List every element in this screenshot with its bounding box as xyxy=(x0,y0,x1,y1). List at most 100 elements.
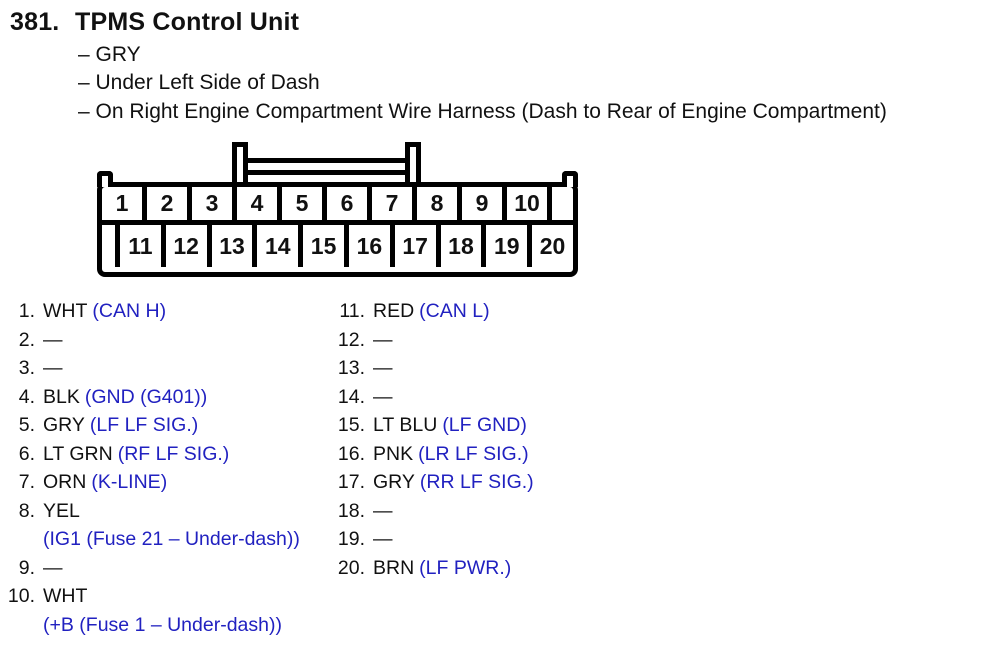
section-number: 381. xyxy=(10,8,60,36)
pin-number: 20. xyxy=(337,556,365,579)
pin-number: 16. xyxy=(337,442,365,465)
pin-number: 7. xyxy=(18,471,35,493)
pin-description: — xyxy=(373,326,660,355)
pin-number: 14. xyxy=(337,385,365,408)
connector-pin-cell-5: 5 xyxy=(282,187,327,220)
pin-description: LT GRN(RF LF SIG.) xyxy=(43,440,330,469)
pin-row-2: 2. — xyxy=(0,326,330,355)
pin-description: — xyxy=(373,383,660,412)
pin-row-15: 15. LT BLU(LF GND) xyxy=(330,411,660,440)
pin-number: 8. xyxy=(18,499,35,522)
connector-body: 1 2 3 4 5 6 7 8 9 10 11 12 13 14 15 16 1 xyxy=(97,182,578,277)
connector-pin-cell-7: 7 xyxy=(372,187,417,220)
connector-pin-cell-3: 3 xyxy=(192,187,237,220)
connector-pin-cell-11: 11 xyxy=(120,225,166,267)
pin-description: — xyxy=(373,354,660,383)
pin-description: LT BLU(LF GND) xyxy=(373,411,660,440)
pin-number: 18. xyxy=(337,499,365,522)
connector-pin-cell-15: 15 xyxy=(303,225,349,267)
pin-number: 17. xyxy=(337,471,365,493)
location-bullets: – GRY – Under Left Side of Dash – On Rig… xyxy=(78,41,887,126)
pin-row-14: 14. — xyxy=(330,383,660,412)
pin-row-13: 13. — xyxy=(330,354,660,383)
connector-pin-cell-8: 8 xyxy=(417,187,462,220)
pin-row-4: 4. BLK(GND (G401)) xyxy=(0,383,330,412)
pin-row-6: 6. LT GRN(RF LF SIG.) xyxy=(0,440,330,469)
pin-row-11: 11. RED(CAN L) xyxy=(330,297,660,326)
connector-pin-cell-6: 6 xyxy=(327,187,372,220)
pin-number: 6. xyxy=(18,442,35,465)
pin-number: 13. xyxy=(337,357,365,379)
pin-description: WHT xyxy=(43,582,330,611)
connector-diagram: 1 2 3 4 5 6 7 8 9 10 11 12 13 14 15 16 1 xyxy=(97,142,578,277)
connector-blank-cell-top-right xyxy=(552,187,573,220)
bullet-harness: – On Right Engine Compartment Wire Harne… xyxy=(78,99,887,123)
pin-number: 12. xyxy=(337,328,365,351)
signal-label: (RR LF SIG.) xyxy=(419,471,534,493)
pin-number: 3. xyxy=(18,357,35,379)
pin-row-10: 10. WHT (+B (Fuse 1 – Under-dash)) xyxy=(0,582,330,639)
pin-number: 9. xyxy=(18,556,35,579)
wire-color-label: — xyxy=(43,357,63,379)
connector-pin-cell-1: 1 xyxy=(102,187,147,220)
connector-pin-cell-12: 12 xyxy=(166,225,212,267)
connector-pin-cell-18: 18 xyxy=(441,225,487,267)
pin-description: — xyxy=(43,326,330,355)
pin-list-left: 1. WHT(CAN H) 2. — 3. — 4. BLK(GND (G401… xyxy=(0,297,330,639)
signal-label: (CAN L) xyxy=(419,300,490,322)
pin-description: — xyxy=(43,554,330,583)
signal-label: (LR LF SIG.) xyxy=(418,442,529,465)
wire-color-label: — xyxy=(373,528,393,550)
wire-color-label: BLK xyxy=(43,385,80,408)
pin-number: 1. xyxy=(18,300,35,322)
pin-description: RED(CAN L) xyxy=(373,297,660,326)
pin-row-18: 18. — xyxy=(330,497,660,526)
signal-continuation: (IG1 (Fuse 21 – Under-dash)) xyxy=(43,528,300,550)
pin-number: 19. xyxy=(337,528,365,550)
connector-row-bottom: 11 12 13 14 15 16 17 18 19 20 xyxy=(102,225,573,267)
connector-corner-tab-left xyxy=(97,171,113,187)
wire-color-label: LT GRN xyxy=(43,442,113,465)
connector-pin-cell-19: 19 xyxy=(486,225,533,267)
pin-description: — xyxy=(373,525,660,554)
bullet-location: – Under Left Side of Dash xyxy=(78,71,320,95)
wire-color-label: — xyxy=(373,499,393,522)
bullet-connector-color: – GRY xyxy=(78,43,141,66)
signal-label: (GND (G401)) xyxy=(84,385,208,408)
pin-row-16: 16. PNK(LR LF SIG.) xyxy=(330,440,660,469)
wire-color-label: BRN xyxy=(373,556,415,579)
pin-row-3: 3. — xyxy=(0,354,330,383)
pin-row-17: 17. GRY(RR LF SIG.) xyxy=(330,468,660,497)
connector-latch-bar xyxy=(248,158,405,175)
pin-number: 4. xyxy=(18,385,35,408)
wire-color-label: WHT xyxy=(43,300,88,322)
pin-description: PNK(LR LF SIG.) xyxy=(373,440,660,469)
page-title: TPMS Control Unit xyxy=(75,8,300,36)
connector-pin-cell-13: 13 xyxy=(212,225,258,267)
wire-color-label: RED xyxy=(373,300,415,322)
connector-pin-cell-20: 20 xyxy=(539,232,566,259)
wire-color-label: WHT xyxy=(43,585,88,607)
pin-description: GRY(LF LF SIG.) xyxy=(43,411,330,440)
connector-pin-cell-9: 9 xyxy=(462,187,507,220)
connector-latch-post-left xyxy=(232,142,248,187)
pin-number: 11. xyxy=(339,300,365,322)
wire-color-label: — xyxy=(373,385,393,408)
pin-list-right: 11. RED(CAN L) 12. — 13. — 14. — 15. LT … xyxy=(330,297,660,582)
pin-description: — xyxy=(373,497,660,526)
signal-label: (LF PWR.) xyxy=(419,556,512,579)
wire-color-label: GRY xyxy=(373,471,415,493)
pin-row-1: 1. WHT(CAN H) xyxy=(0,297,330,326)
pin-description: GRY(RR LF SIG.) xyxy=(373,468,660,497)
section-title: 381. TPMS Control Unit xyxy=(10,8,299,37)
pin-number: 2. xyxy=(18,328,35,351)
connector-pin-cell-2: 2 xyxy=(147,187,192,220)
pin-description: YEL xyxy=(43,497,330,526)
signal-label: (RF LF SIG.) xyxy=(117,442,230,465)
pin-number: 15. xyxy=(337,414,365,436)
signal-continuation: (+B (Fuse 1 – Under-dash)) xyxy=(43,613,282,636)
wire-color-label: ORN xyxy=(43,471,87,493)
connector-row-top: 1 2 3 4 5 6 7 8 9 10 xyxy=(102,187,573,225)
pin-description: — xyxy=(43,354,330,383)
